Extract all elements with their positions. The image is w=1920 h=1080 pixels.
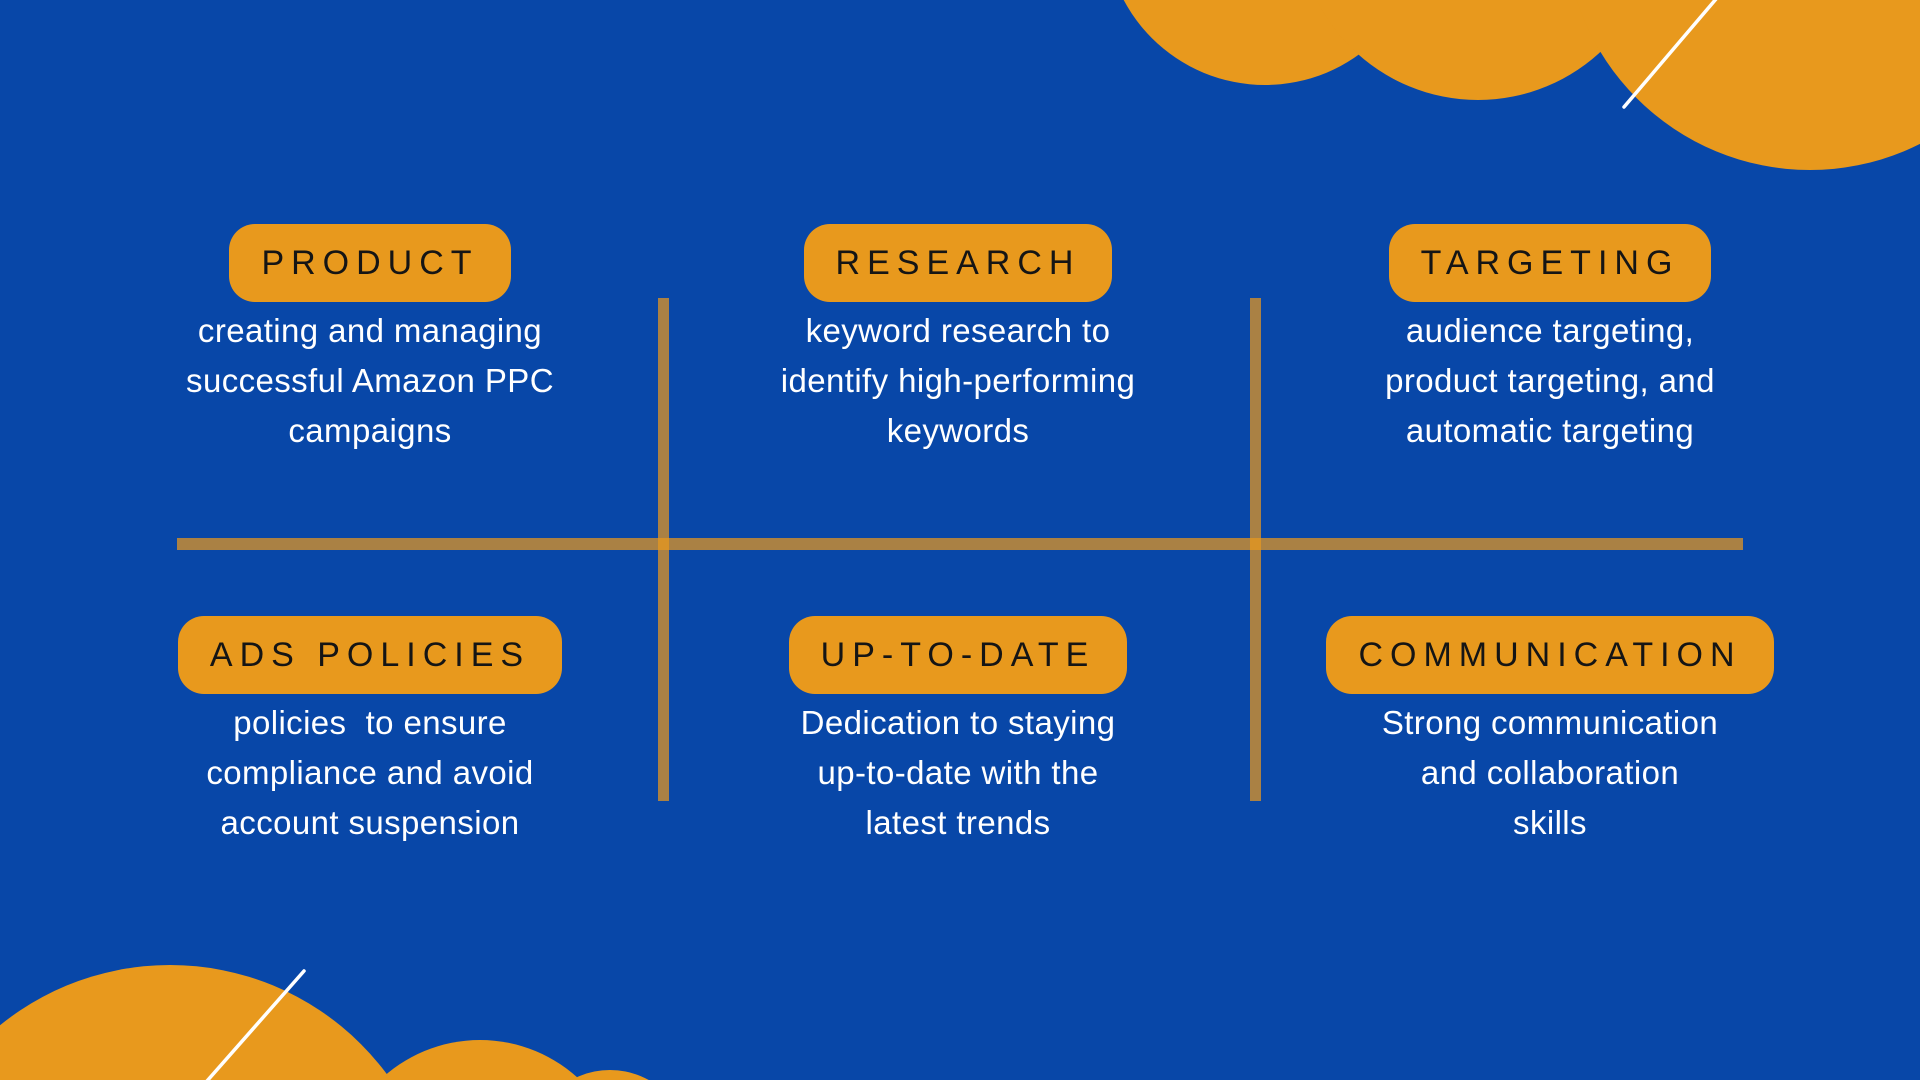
cell-ads-policies: ADS POLICIES policies to ensure complian… bbox=[90, 616, 650, 848]
cell-research: RESEARCH keyword research to identify hi… bbox=[678, 224, 1238, 456]
body-line: successful Amazon PPC bbox=[186, 362, 554, 399]
body-line: and collaboration bbox=[1420, 754, 1680, 791]
body-line: product targeting, and bbox=[1385, 362, 1715, 399]
bottom-left-cloud-shape bbox=[0, 965, 649, 1080]
body-line: policies to ensure bbox=[233, 704, 507, 741]
cell-body: Dedication to staying up-to-date with th… bbox=[678, 698, 1238, 848]
cell-body: policies to ensure compliance and avoid … bbox=[90, 698, 650, 848]
body-line: compliance and avoid bbox=[206, 754, 534, 791]
body-line: Strong communication bbox=[1381, 704, 1719, 741]
grid-vertical-divider-left bbox=[658, 298, 669, 801]
badge-ads-policies: ADS POLICIES bbox=[177, 616, 563, 694]
cell-targeting: TARGETING audience targeting, product ta… bbox=[1270, 224, 1830, 456]
body-line: audience targeting, bbox=[1405, 312, 1695, 349]
body-line: keyword research to bbox=[805, 312, 1111, 349]
body-line: up-to-date with the bbox=[817, 754, 1099, 791]
grid-vertical-divider-right bbox=[1250, 298, 1261, 801]
top-right-cloud-shape bbox=[1123, 0, 1920, 170]
body-line: skills bbox=[1513, 804, 1587, 841]
badge-research: RESEARCH bbox=[803, 224, 1113, 302]
body-line: automatic targeting bbox=[1405, 412, 1695, 449]
badge-targeting: TARGETING bbox=[1388, 224, 1712, 302]
badge-communication: COMMUNICATION bbox=[1326, 616, 1774, 694]
cell-communication: COMMUNICATION Strong communication and c… bbox=[1270, 616, 1830, 848]
grid-horizontal-divider bbox=[177, 538, 1743, 550]
badge-up-to-date: UP-TO-DATE bbox=[788, 616, 1128, 694]
body-line: account suspension bbox=[220, 804, 520, 841]
body-line: campaigns bbox=[288, 412, 452, 449]
body-line: Dedication to staying bbox=[800, 704, 1116, 741]
badge-product: PRODUCT bbox=[229, 224, 511, 302]
cell-body: Strong communication and collaboration s… bbox=[1270, 698, 1830, 848]
cell-product: PRODUCT creating and managing successful… bbox=[90, 224, 650, 456]
body-line: identify high-performing bbox=[780, 362, 1136, 399]
cell-body: keyword research to identify high-perfor… bbox=[678, 306, 1238, 456]
cell-body: audience targeting, product targeting, a… bbox=[1270, 306, 1830, 456]
cell-body: creating and managing successful Amazon … bbox=[90, 306, 650, 456]
top-right-diagonal-line-icon bbox=[1622, 0, 1718, 109]
bottom-left-diagonal-line-icon bbox=[205, 969, 306, 1080]
body-line: creating and managing bbox=[197, 312, 543, 349]
cell-up-to-date: UP-TO-DATE Dedication to staying up-to-d… bbox=[678, 616, 1238, 848]
body-line: latest trends bbox=[865, 804, 1051, 841]
body-line: keywords bbox=[886, 412, 1030, 449]
